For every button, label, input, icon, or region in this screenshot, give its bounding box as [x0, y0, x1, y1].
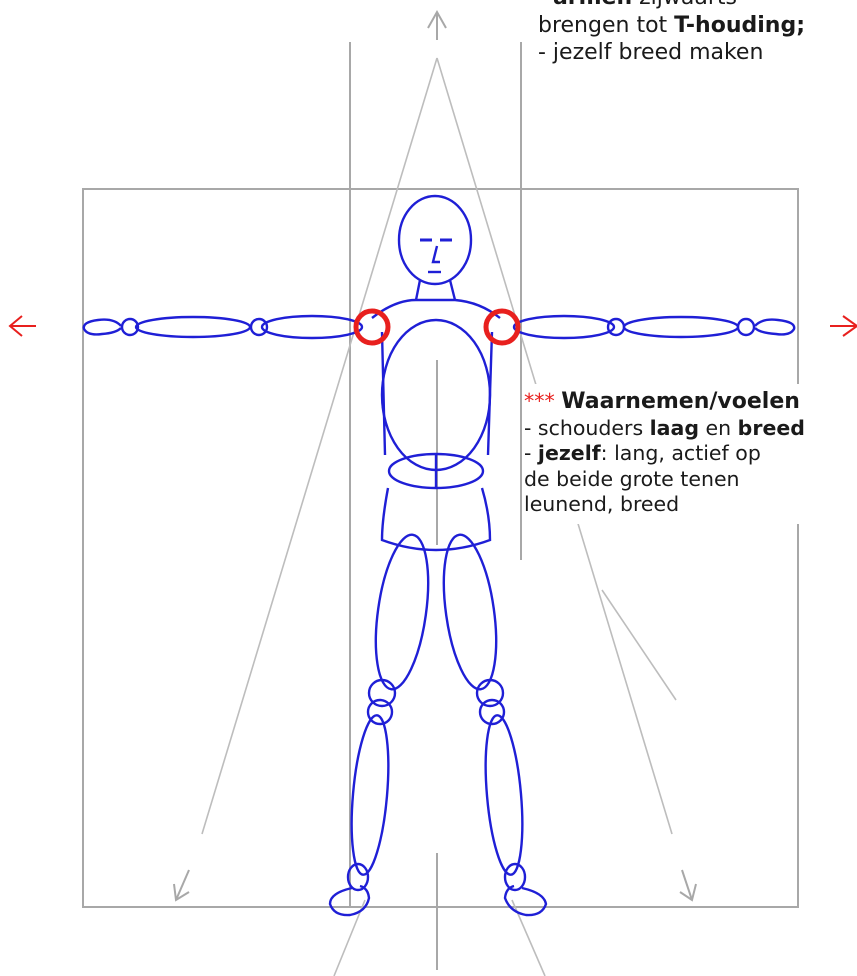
left-knee-bottom	[368, 700, 392, 724]
left-thigh	[367, 531, 436, 692]
shoulder-line	[372, 300, 500, 318]
note-side-bold-low: laag	[650, 416, 699, 440]
shoulder-markers	[356, 311, 518, 343]
note-side-stars: ***	[524, 389, 555, 413]
note-side-line-2: - jezelf: lang, actief op	[524, 441, 857, 467]
mannequin-figure	[84, 196, 794, 915]
arrow-right-icon	[830, 316, 857, 336]
note-top-bold-t-pose: T-houding;	[674, 13, 805, 38]
left-forearm	[136, 317, 250, 337]
arrow-left-icon	[10, 316, 36, 336]
right-upper-arm	[514, 316, 614, 338]
frame-rectangle	[83, 189, 798, 907]
note-top-line-3: - jezelf breed maken	[538, 39, 805, 67]
right-ankle	[505, 864, 525, 890]
note-top-bold-arms: armen	[553, 0, 632, 10]
nose	[433, 246, 440, 262]
note-top-line-2: brengen tot T-houding;	[538, 12, 805, 40]
arrow-down-left-icon	[174, 870, 189, 900]
note-top-line-2-pre: brengen tot	[538, 13, 674, 38]
right-thigh	[435, 531, 504, 692]
note-side-line-4: leunend, breed	[524, 492, 857, 518]
diagonal-left	[202, 58, 437, 834]
instruction-note-side: *** Waarnemen/voelen - schouders laag en…	[524, 384, 857, 524]
right-shin	[480, 714, 528, 876]
arrow-up-icon	[428, 12, 446, 40]
note-side-bold-wide: breed	[738, 416, 805, 440]
note-side-heading-text: Waarnemen/voelen	[561, 389, 800, 414]
lower-right-guide	[602, 590, 676, 700]
note-side-line-3: de beide grote tenen	[524, 467, 857, 493]
note-top-line-1: - armen zijwaarts	[538, 0, 805, 12]
note-side-line-1-mid: en	[699, 416, 738, 440]
note-side-heading: *** Waarnemen/voelen	[524, 388, 857, 416]
left-shin	[346, 714, 394, 876]
instruction-note-top: - armen zijwaarts brengen tot T-houding;…	[538, 0, 809, 67]
left-upper-arm	[262, 316, 362, 338]
left-hand	[84, 320, 121, 335]
left-elbow	[251, 319, 267, 335]
note-side-bold-self: jezelf	[538, 441, 601, 465]
note-top-line-1-rest: zijwaarts	[632, 0, 737, 10]
arrow-down-right-icon	[680, 870, 696, 900]
right-elbow	[608, 319, 624, 335]
right-wrist	[738, 319, 754, 335]
note-side-line-1-pre: - schouders	[524, 416, 650, 440]
note-side-line-2-rest: : lang, actief op	[601, 441, 761, 465]
right-hand	[755, 320, 794, 335]
right-forearm	[624, 317, 738, 337]
note-side-line-1: - schouders laag en breed	[524, 416, 857, 442]
